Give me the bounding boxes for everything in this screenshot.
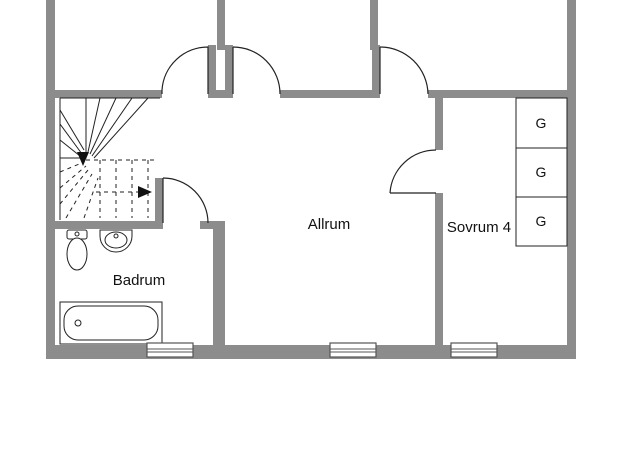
room-label-badrum: Badrum — [113, 272, 166, 289]
doors — [161, 46, 437, 224]
wall-h-2 — [280, 90, 380, 98]
wall-sovrum-left-upper — [435, 98, 443, 150]
stair-step-hidden — [59, 165, 87, 189]
wall-outer-right — [567, 0, 576, 359]
stair-step — [59, 139, 81, 157]
bathtub-inner — [63, 305, 159, 341]
wall-stair-right — [155, 178, 163, 229]
wall-top-2 — [370, 0, 378, 50]
stair-step-hidden — [65, 173, 93, 219]
wall-stair-bottom — [55, 221, 162, 229]
wall-h-2b — [209, 90, 233, 98]
door-upper-right — [379, 46, 429, 95]
stair-step — [91, 97, 133, 157]
stair-step — [87, 97, 101, 153]
stair-inner-rail — [60, 98, 87, 159]
door-sovrum — [389, 149, 437, 194]
bathtub-drain — [74, 319, 82, 327]
wall-outer-left — [46, 0, 55, 359]
windows — [146, 342, 498, 358]
staircase — [59, 97, 160, 220]
wardrobes: G G G — [515, 97, 568, 247]
stair-step — [59, 109, 85, 151]
wardrobe-unit — [515, 97, 568, 247]
wall-top-1 — [217, 0, 225, 50]
door-bathroom — [162, 177, 209, 224]
window-allrum — [329, 342, 377, 358]
wall-sovrum-left-lower — [435, 193, 443, 348]
toilet-button — [74, 231, 80, 237]
wall-stub-a — [208, 45, 216, 98]
stair-step — [59, 123, 83, 155]
wardrobe-label: G — [536, 164, 547, 180]
stair-arrow-right-icon — [138, 186, 152, 198]
wall-stub-b — [225, 45, 233, 98]
door-upper-middle — [232, 46, 281, 95]
stair-step — [93, 97, 149, 159]
wall-bath-right — [213, 221, 225, 351]
wardrobe-label: G — [536, 115, 547, 131]
sink-drain — [113, 233, 119, 239]
wall-stub-c — [372, 45, 380, 98]
stair-step — [89, 97, 117, 155]
room-label-sovrum4: Sovrum 4 — [447, 219, 511, 236]
sink-basin — [104, 231, 128, 249]
stair-step-hidden — [83, 177, 99, 219]
toilet-bowl-icon — [66, 237, 88, 271]
window-bathroom — [146, 342, 194, 358]
stair-arrow-down-icon — [77, 152, 89, 166]
window-sovrum — [450, 342, 498, 358]
wall-h-1 — [55, 90, 162, 98]
room-label-allrum: Allrum — [308, 216, 351, 233]
door-upper-left — [161, 46, 209, 94]
wall-h-3 — [428, 90, 567, 98]
bathroom-fixtures — [59, 229, 163, 345]
wall-bath-top-right — [200, 221, 225, 229]
wardrobe-label: G — [536, 213, 547, 229]
